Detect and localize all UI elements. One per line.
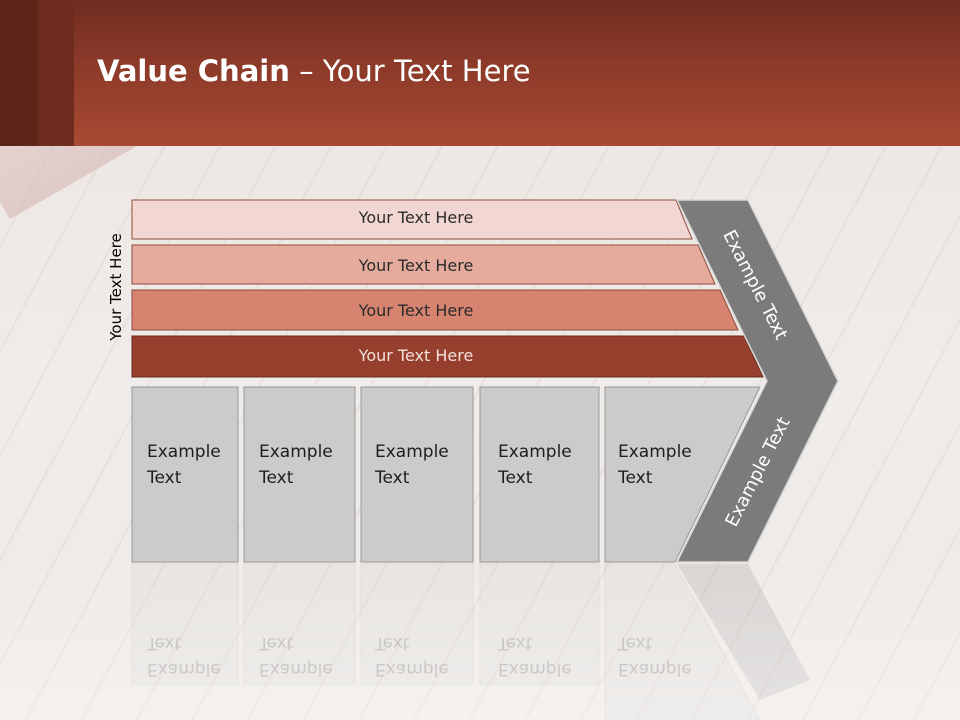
column-text-2-line2: Text bbox=[259, 468, 294, 488]
column-text-3-line1: Example bbox=[375, 442, 449, 462]
row-bar-2[interactable] bbox=[131, 244, 716, 285]
column-box-4[interactable] bbox=[479, 386, 600, 563]
column-box-2[interactable] bbox=[243, 386, 356, 563]
column-text-3-line2: Text bbox=[375, 468, 410, 488]
row-bar-3[interactable] bbox=[131, 289, 739, 331]
column-box-3[interactable] bbox=[360, 386, 474, 563]
column-text-5-line1: Example bbox=[618, 442, 692, 462]
header-accent-bar-secondary bbox=[38, 0, 74, 146]
slide-header: Value Chain – Your Text Here bbox=[0, 0, 960, 146]
column-text-5-line2: Text bbox=[618, 468, 653, 488]
row-label-3: Your Text Here bbox=[358, 301, 474, 320]
slide-title: Value Chain – Your Text Here bbox=[97, 54, 531, 88]
row-label-1: Your Text Here bbox=[358, 208, 474, 227]
row-bar-1[interactable] bbox=[131, 199, 693, 240]
column-text-1-line2: Text bbox=[147, 468, 182, 488]
column-text-4-line2: Text bbox=[498, 468, 533, 488]
column-box-1[interactable] bbox=[131, 386, 239, 563]
column-text-2-line1: Example bbox=[259, 442, 333, 462]
title-rest: – Your Text Here bbox=[289, 54, 531, 88]
column-text-4-line1: Example bbox=[498, 442, 572, 462]
title-bold: Value Chain bbox=[97, 54, 290, 88]
row-label-2: Your Text Here bbox=[358, 256, 474, 275]
header-accent-bar bbox=[0, 0, 38, 146]
column-text-1-line1: Example bbox=[147, 442, 221, 462]
row-bar-4[interactable] bbox=[131, 335, 764, 378]
row-label-4: Your Text Here bbox=[358, 346, 474, 365]
